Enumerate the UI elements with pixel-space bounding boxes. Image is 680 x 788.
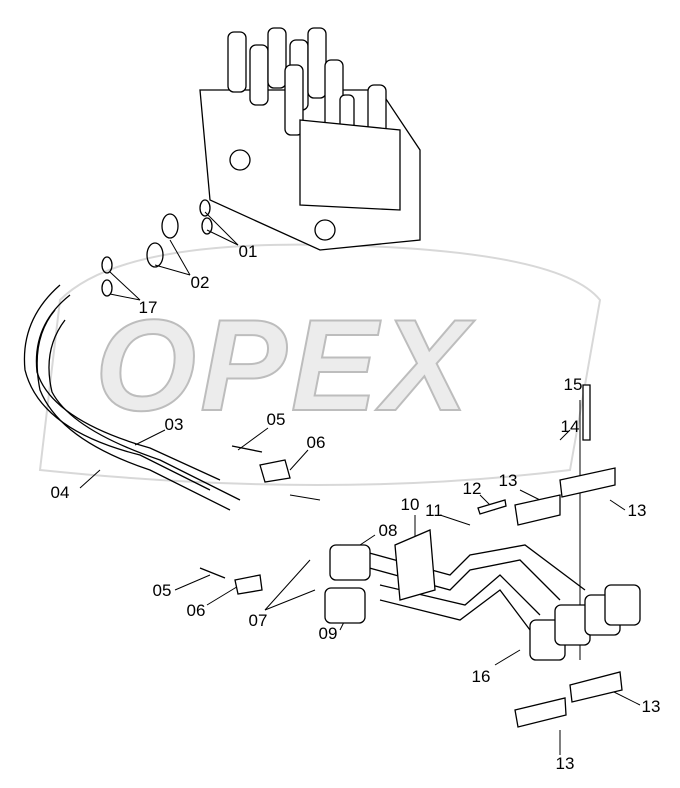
clamps: [199, 384, 623, 728]
callout-17: 17: [138, 298, 158, 317]
callout-04: 04: [50, 483, 70, 502]
callout-12: 12: [462, 479, 482, 498]
callout-01: 01: [238, 242, 258, 261]
callout-10: 10: [400, 495, 420, 514]
callout-06: 06: [306, 433, 326, 452]
callout-07: 07: [248, 611, 268, 630]
callout-16: 16: [471, 667, 491, 686]
callout-11: 11: [425, 501, 443, 520]
hoses: [23, 284, 586, 631]
flanges: [324, 544, 641, 661]
callout-15: 15: [563, 375, 583, 394]
callout-02: 02: [190, 273, 210, 292]
leader-lines: [79, 211, 641, 755]
callout-03: 03: [164, 415, 184, 434]
callout-13: 13: [555, 754, 575, 773]
callout-05: 05: [266, 410, 286, 429]
watermark-gear: [38, 243, 602, 486]
callout-13: 13: [498, 471, 518, 490]
callout-13: 13: [641, 697, 661, 716]
callout-08: 08: [378, 521, 398, 540]
callout-09: 09: [318, 624, 338, 643]
callout-06: 06: [186, 601, 206, 620]
control-valve: [199, 27, 421, 251]
callout-14: 14: [560, 417, 580, 436]
callout-05: 05: [152, 581, 172, 600]
callout-13: 13: [627, 501, 647, 520]
opex-watermark: OPEX: [94, 291, 473, 439]
fittings: [101, 199, 213, 297]
